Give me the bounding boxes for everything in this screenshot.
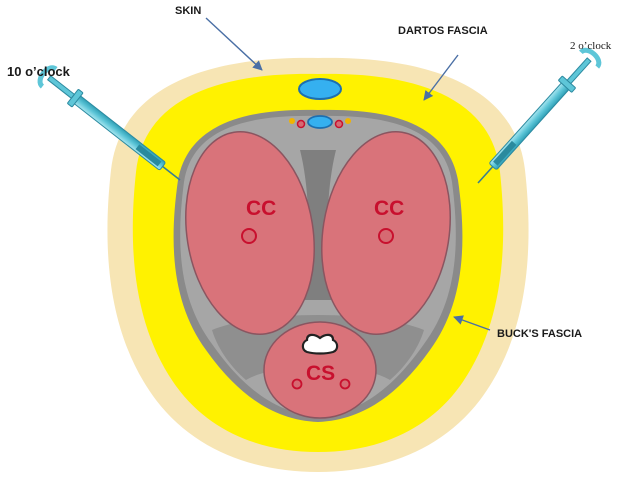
skin-arrow bbox=[205, 17, 263, 71]
left-dorsal-artery bbox=[296, 119, 306, 129]
superficial-dorsal-vein bbox=[298, 78, 342, 100]
right-cavernosal-artery bbox=[378, 228, 394, 244]
bucks-fascia-label: BUCK'S FASCIA bbox=[497, 328, 582, 340]
dartos-arrow bbox=[423, 54, 459, 101]
right-syringe-icon bbox=[477, 47, 602, 184]
dartos-fascia-label: DARTOS FASCIA bbox=[398, 25, 488, 37]
right-cc-label: CC bbox=[374, 197, 404, 220]
deep-dorsal-vein bbox=[307, 115, 333, 129]
two-oclock-label: 2 o’clock bbox=[570, 40, 612, 52]
right-dorsal-artery bbox=[334, 119, 344, 129]
right-dorsal-nerve bbox=[345, 118, 351, 124]
skin-label: SKIN bbox=[175, 5, 201, 17]
right-bulbourethral-artery bbox=[339, 378, 351, 390]
corpus-spongiosum bbox=[263, 321, 377, 419]
left-bulbourethral-artery bbox=[291, 378, 303, 390]
cs-label: CS bbox=[306, 362, 335, 385]
urethra bbox=[301, 333, 339, 355]
left-dorsal-nerve bbox=[289, 118, 295, 124]
ten-oclock-label: 10 o’clock bbox=[7, 64, 71, 79]
left-cavernosal-artery bbox=[241, 228, 257, 244]
left-syringe-icon bbox=[37, 65, 181, 181]
bucks-fascia-arrow bbox=[453, 315, 491, 331]
left-cc-label: CC bbox=[246, 197, 276, 220]
